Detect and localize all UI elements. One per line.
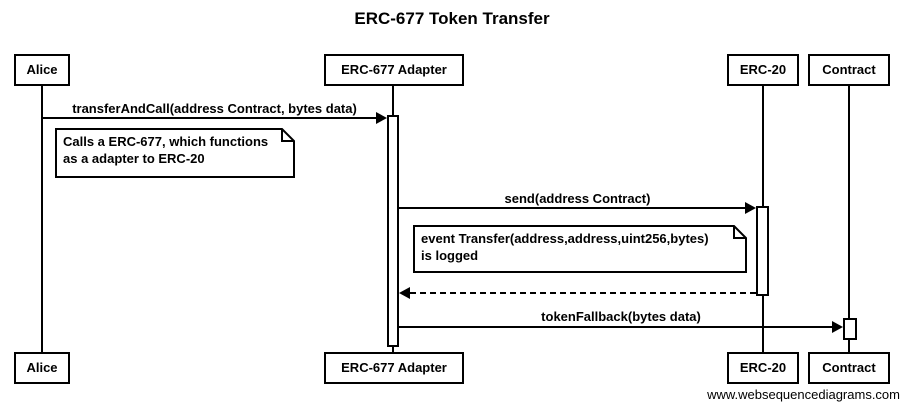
note-line: Calls a ERC-677, which functions <box>63 134 269 149</box>
lifeline-contract <box>848 86 850 352</box>
actor-box-erc20-top: ERC-20 <box>727 54 799 86</box>
actor-box-adapter-bottom: ERC-677 Adapter <box>324 352 464 384</box>
actor-box-alice-top: Alice <box>14 54 70 86</box>
message-line-transferandcall <box>42 117 376 119</box>
arrow-right-icon <box>376 112 387 124</box>
note-shape <box>55 128 295 178</box>
arrow-left-icon <box>399 287 410 299</box>
note-event-transfer: event Transfer(address,address,uint256,b… <box>413 225 747 273</box>
diagram-title: ERC-677 Token Transfer <box>354 9 550 28</box>
message-label-transferandcall: transferAndCall(address Contract, bytes … <box>72 101 357 116</box>
note-text: Calls a ERC-677, which functions as a ad… <box>63 133 291 167</box>
arrow-right-icon <box>832 321 843 333</box>
message-line-send <box>399 207 745 209</box>
actor-box-contract-bottom: Contract <box>808 352 890 384</box>
activation-bar-erc20 <box>756 206 769 296</box>
note-text: event Transfer(address,address,uint256,b… <box>421 230 743 264</box>
websequencediagrams-credit: www.websequencediagrams.com <box>707 387 900 402</box>
actor-box-contract-top: Contract <box>808 54 890 86</box>
note-line: is logged <box>421 248 479 263</box>
message-line-tokenfallback <box>399 326 832 328</box>
actor-box-adapter-top: ERC-677 Adapter <box>324 54 464 86</box>
note-line: event Transfer(address,address,uint256,b… <box>421 231 709 246</box>
note-line: as a adapter to ERC-20 <box>63 151 205 166</box>
note-shape <box>413 225 747 273</box>
note-erc677-explanation: Calls a ERC-677, which functions as a ad… <box>55 128 295 178</box>
message-label-send: send(address Contract) <box>504 191 651 206</box>
actor-box-alice-bottom: Alice <box>14 352 70 384</box>
message-label-tokenfallback: tokenFallback(bytes data) <box>541 309 701 324</box>
arrow-right-icon <box>745 202 756 214</box>
message-line-return <box>410 292 756 294</box>
lifeline-alice <box>41 86 43 352</box>
actor-box-erc20-bottom: ERC-20 <box>727 352 799 384</box>
activation-bar-adapter <box>387 115 399 347</box>
activation-bar-contract <box>843 318 857 340</box>
